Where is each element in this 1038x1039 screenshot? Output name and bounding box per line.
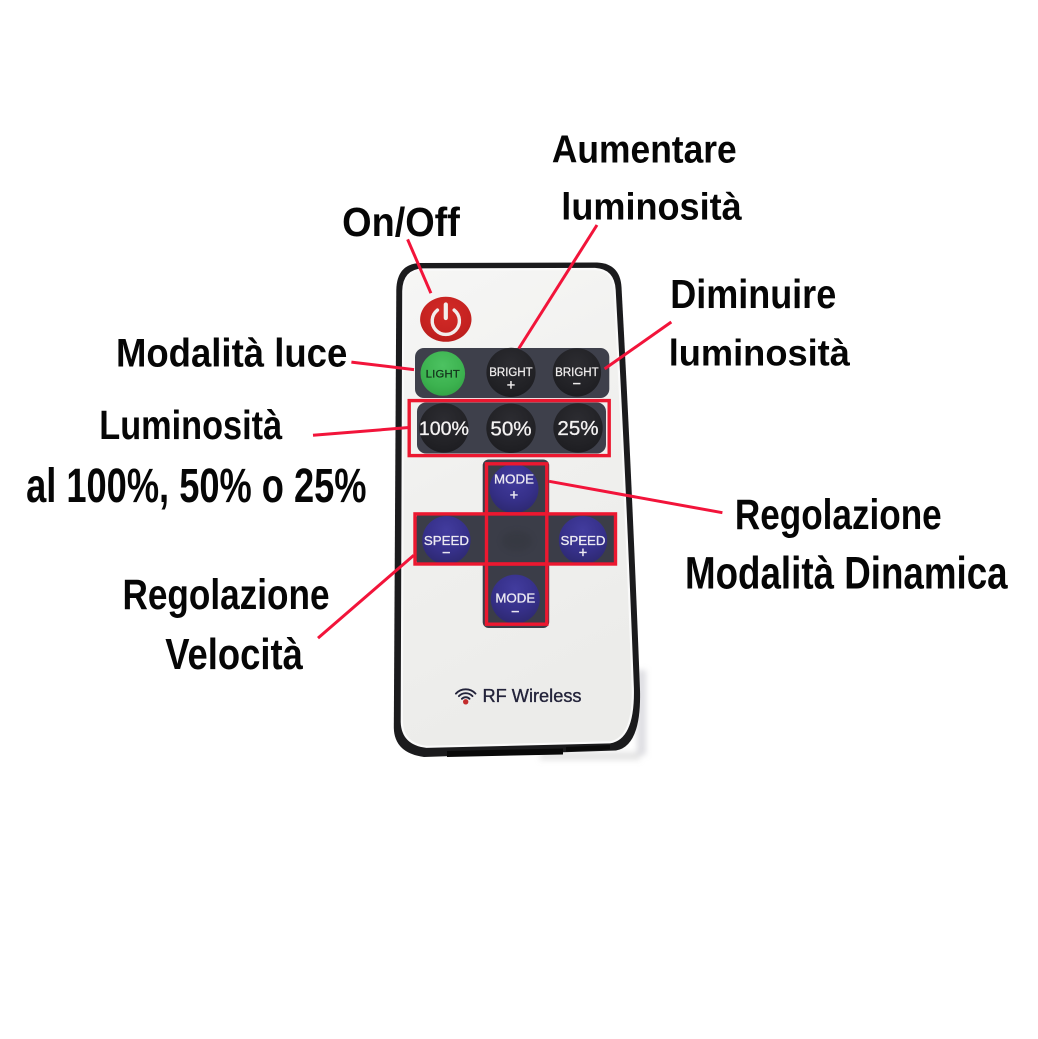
svg-text:−: − — [442, 546, 450, 562]
svg-text:Aumentare: Aumentare — [552, 127, 737, 171]
svg-text:Modalità Dinamica: Modalità Dinamica — [685, 547, 1008, 599]
svg-text:al 100%, 50% o 25%: al 100%, 50% o 25% — [26, 459, 366, 512]
svg-text:+: + — [510, 488, 518, 504]
svg-text:Luminosità: Luminosità — [99, 403, 283, 449]
svg-text:Diminuire: Diminuire — [670, 272, 836, 317]
svg-text:MODE: MODE — [494, 472, 534, 487]
svg-text:BRIGHT: BRIGHT — [555, 367, 598, 379]
svg-text:Regolazione: Regolazione — [735, 492, 942, 539]
svg-text:MODE: MODE — [495, 591, 535, 606]
svg-text:100%: 100% — [419, 418, 469, 440]
svg-text:+: + — [579, 546, 587, 562]
svg-text:Modalità luce: Modalità luce — [116, 332, 347, 376]
svg-text:50%: 50% — [490, 418, 531, 441]
svg-text:BRIGHT: BRIGHT — [489, 367, 532, 379]
svg-text:−: − — [511, 605, 519, 621]
svg-text:25%: 25% — [557, 417, 598, 440]
svg-text:+: + — [507, 378, 515, 394]
svg-text:−: − — [573, 377, 581, 393]
svg-text:luminosità: luminosità — [669, 332, 851, 373]
svg-text:luminosità: luminosità — [561, 185, 742, 228]
svg-text:LIGHT: LIGHT — [426, 369, 460, 381]
svg-text:Velocità: Velocità — [165, 631, 303, 679]
svg-text:Regolazione: Regolazione — [122, 572, 329, 619]
svg-text:On/Off: On/Off — [342, 201, 461, 245]
svg-text:SPEED: SPEED — [560, 533, 605, 548]
svg-text:SPEED: SPEED — [424, 533, 469, 548]
svg-text:RF Wireless: RF Wireless — [483, 686, 582, 706]
